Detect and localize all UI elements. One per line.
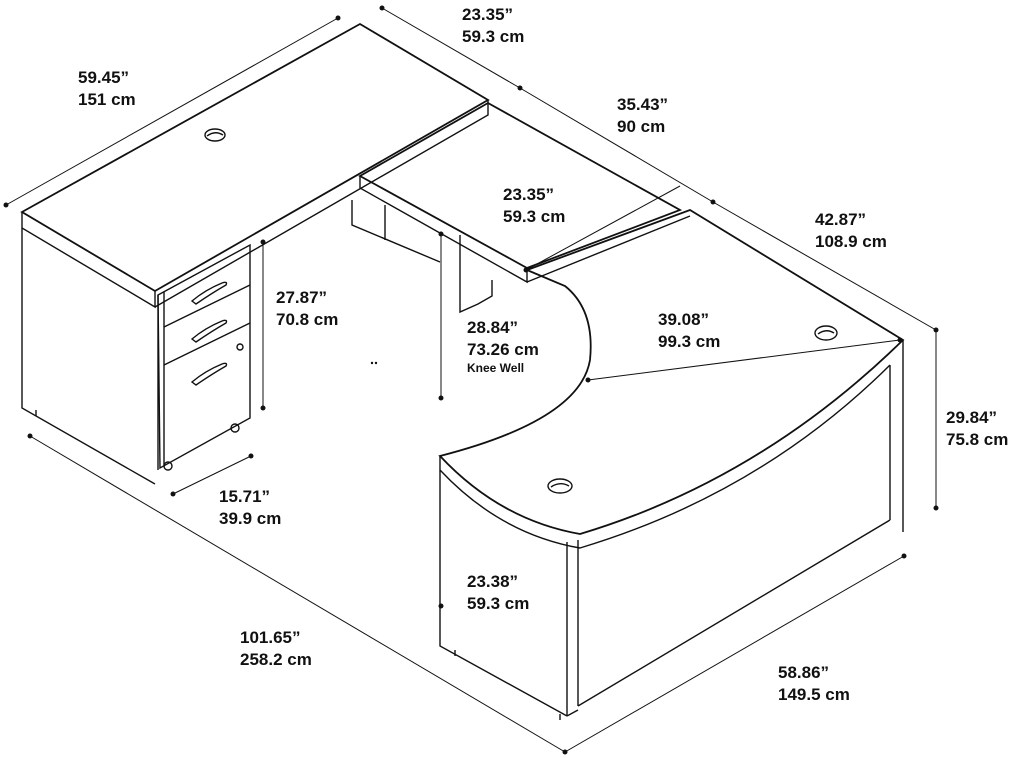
left-end-panel: [21, 228, 156, 485]
label-overall-length: 101.65” 258.2 cm: [240, 628, 312, 669]
label-bow-width: 39.08” 99.3 cm: [658, 310, 721, 351]
bow-desk-top: [438, 209, 905, 549]
file-pedestal: [157, 243, 251, 471]
label-left-length: 59.45” 151 cm: [78, 68, 136, 109]
label-front-length: 58.86” 149.5 cm: [778, 663, 850, 704]
left-desk-top: [20, 22, 490, 309]
label-desk-height: 29.84” 75.8 cm: [946, 408, 1009, 449]
label-pedestal-height: 27.87” 70.8 cm: [276, 288, 339, 329]
dimension-lines: [3, 5, 939, 755]
label-top-depth: 23.35” 59.3 cm: [462, 5, 525, 46]
label-right-length: 42.87” 108.9 cm: [815, 210, 887, 251]
label-pedestal-width: 15.71” 39.9 cm: [219, 487, 282, 528]
label-knee-well: 28.84” 73.26 cm Knee Well: [467, 318, 539, 375]
bow-front-panel: [439, 470, 891, 720]
label-front-depth: 23.38” 59.3 cm: [467, 572, 530, 613]
label-bridge-length: 35.43” 90 cm: [617, 95, 669, 136]
label-bridge-depth: 23.35” 59.3 cm: [503, 185, 566, 226]
bridge-top: [351, 101, 691, 314]
